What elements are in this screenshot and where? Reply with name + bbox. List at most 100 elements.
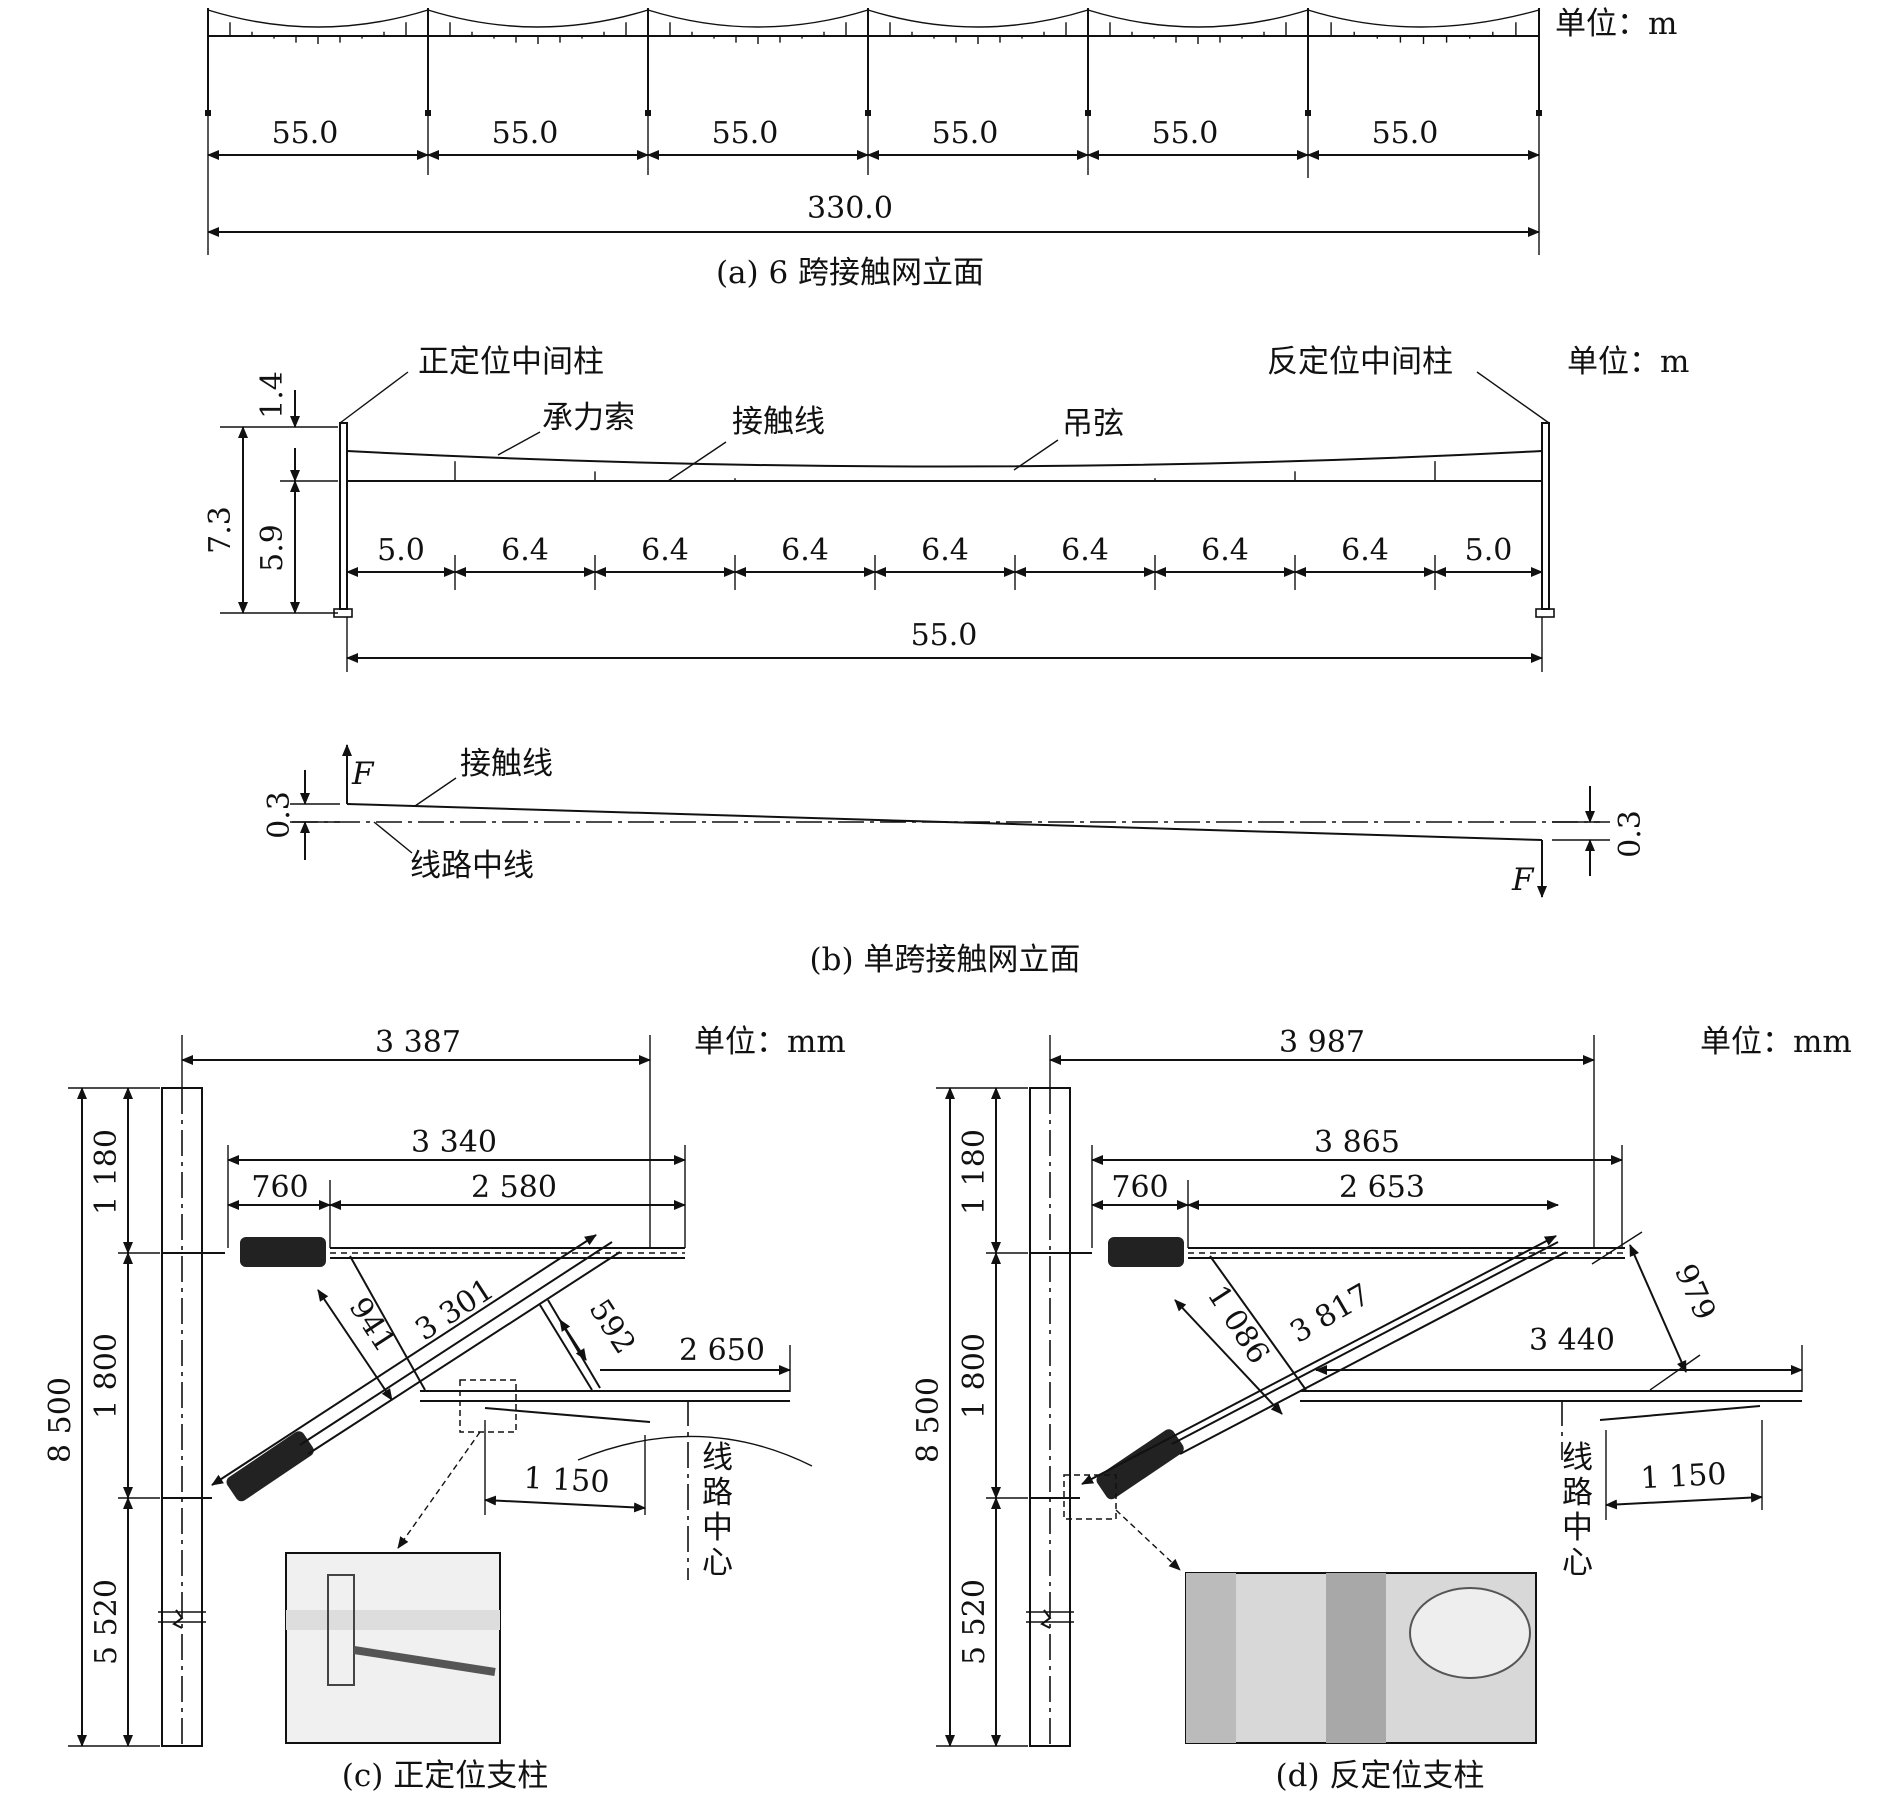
segment-label: 5.0 <box>377 533 425 568</box>
contact-wire-label: 接触线 <box>732 404 825 440</box>
track-label-c-1: 线 <box>702 1440 733 1476</box>
force-right-label: F <box>1511 862 1535 898</box>
dim-5520-c: 5 520 <box>89 1579 124 1665</box>
caption-d: (d) 反定位支柱 <box>1276 1758 1485 1794</box>
track-label-d-1: 线 <box>1562 1440 1593 1476</box>
dim-1800-c: 1 800 <box>89 1333 124 1419</box>
panel-a-six-span-elevation: 55.0 55.0 55.0 55.0 55.0 55.0 330.0 单位：m… <box>205 6 1677 291</box>
dim-2653: 2 653 <box>1339 1170 1425 1205</box>
track-label-c-2: 路 <box>702 1475 733 1511</box>
dim-3817: 3 817 <box>1284 1277 1376 1350</box>
panel-c-normal-positioning-mast: 3 387 3 340 760 2 580 3 301 941 592 2 65… <box>43 1024 846 1794</box>
track-label-d-3: 中 <box>1562 1510 1593 1546</box>
top-insulator-c <box>240 1237 326 1267</box>
mast-a-foot <box>1536 110 1542 116</box>
dim-2580: 2 580 <box>471 1170 557 1205</box>
span-5-label: 55.0 <box>1152 116 1219 151</box>
dropper-label: 吊弦 <box>1062 406 1124 442</box>
mast-a-foot <box>1085 110 1091 116</box>
dim-592: 592 <box>582 1293 643 1360</box>
unit-label-c: 单位：mm <box>694 1024 846 1060</box>
detail-view-c <box>285 1552 501 1744</box>
segment-label: 6.4 <box>1061 533 1109 568</box>
segment-label: 6.4 <box>641 533 689 568</box>
offset-right-label: 0.3 <box>1613 810 1648 858</box>
mast-a-foot <box>865 110 871 116</box>
unit-label-d: 单位：mm <box>1700 1024 1852 1060</box>
centerline-label: 线路中线 <box>410 848 534 884</box>
segment-label: 6.4 <box>921 533 969 568</box>
right-mast <box>1535 422 1555 618</box>
segment-label: 6.4 <box>781 533 829 568</box>
dim-3865: 3 865 <box>1314 1125 1400 1160</box>
dim-3440: 3 440 <box>1529 1323 1615 1358</box>
dim-5520-d: 5 520 <box>957 1579 992 1665</box>
dim-3301: 3 301 <box>409 1272 500 1348</box>
span-6-label: 55.0 <box>1372 116 1439 151</box>
dim-1086: 1 086 <box>1200 1279 1276 1370</box>
mast-a-foot <box>1305 110 1311 116</box>
dim-1150-d: 1 150 <box>1640 1457 1728 1496</box>
span-length-label: 55.0 <box>911 618 978 653</box>
mast-a-foot <box>645 110 651 116</box>
messenger-wire <box>346 450 1543 468</box>
unit-label-b: 单位：m <box>1567 344 1689 380</box>
dim-8500-c: 8 500 <box>43 1377 78 1463</box>
dim-3340: 3 340 <box>411 1125 497 1160</box>
dim-1180-c: 1 180 <box>89 1129 124 1215</box>
span-1-label: 55.0 <box>272 116 339 151</box>
six-span-catenary-wires <box>207 9 1540 44</box>
span-dimension-lines <box>207 115 1540 255</box>
bottom-insulator-c <box>226 1431 314 1502</box>
plan-contact-wire <box>346 803 1543 841</box>
height-lower-label: 5.9 <box>255 524 290 572</box>
caption-b: (b) 单跨接触网立面 <box>810 942 1081 978</box>
segment-label: 6.4 <box>1341 533 1389 568</box>
panel-d-reverse-positioning-mast: 3 987 3 865 760 2 653 3 817 1 086 979 3 … <box>911 1024 1852 1794</box>
segment-label: 6.4 <box>1201 533 1249 568</box>
dim-3987: 3 987 <box>1279 1025 1365 1060</box>
dim-941: 941 <box>342 1291 403 1358</box>
track-label-d-4: 心 <box>1562 1545 1593 1581</box>
mast-a-foot <box>425 110 431 116</box>
track-label-c-3: 中 <box>702 1510 733 1546</box>
offset-left-label: 0.3 <box>262 791 297 839</box>
span-2-label: 55.0 <box>492 116 559 151</box>
plan-contact-wire-label: 接触线 <box>460 746 553 782</box>
messenger-wire-label: 承力索 <box>542 400 635 436</box>
dim-1800-d: 1 800 <box>957 1333 992 1419</box>
track-label-d-2: 路 <box>1562 1475 1593 1511</box>
span-4-label: 55.0 <box>932 116 999 151</box>
dim-979: 979 <box>1667 1259 1722 1326</box>
segment-dimensions: 5.0 6.4 6.4 6.4 6.4 6.4 6.4 6.4 5.0 <box>346 533 1543 590</box>
force-left-label: F <box>351 756 375 792</box>
dim-760: 760 <box>251 1170 308 1205</box>
caption-a: (a) 6 跨接触网立面 <box>716 255 984 291</box>
segment-label: 5.0 <box>1465 533 1513 568</box>
total-length-label: 330.0 <box>807 191 893 226</box>
dim-3387: 3 387 <box>375 1025 461 1060</box>
mast-a-foot <box>205 110 211 116</box>
top-insulator-d <box>1108 1237 1184 1267</box>
dropper-wires <box>454 461 1436 482</box>
segment-label: 6.4 <box>501 533 549 568</box>
plan-view: 接触线 线路中线 F F 0.3 0.3 <box>262 744 1648 898</box>
dim-8500-d: 8 500 <box>911 1377 946 1463</box>
dim-760-d: 760 <box>1111 1170 1168 1205</box>
dim-2650: 2 650 <box>679 1333 765 1368</box>
span-3-label: 55.0 <box>712 116 779 151</box>
height-total-label: 7.3 <box>203 506 238 554</box>
dim-1150: 1 150 <box>523 1461 611 1500</box>
left-mast-label: 正定位中间柱 <box>418 344 604 380</box>
caption-c: (c) 正定位支柱 <box>342 1758 548 1794</box>
panel-b-single-span-elevation: 正定位中间柱 反定位中间柱 承力索 接触线 吊弦 单位：m 7.3 5.9 1.… <box>203 344 1689 978</box>
bottom-insulator-d <box>1096 1429 1184 1500</box>
six-span-masts <box>205 8 1542 116</box>
unit-label-a: 单位：m <box>1555 6 1677 42</box>
height-upper-label: 1.4 <box>255 371 290 419</box>
track-label-c-4: 心 <box>702 1545 733 1581</box>
dim-1180-d: 1 180 <box>957 1129 992 1215</box>
right-mast-label: 反定位中间柱 <box>1267 344 1453 380</box>
